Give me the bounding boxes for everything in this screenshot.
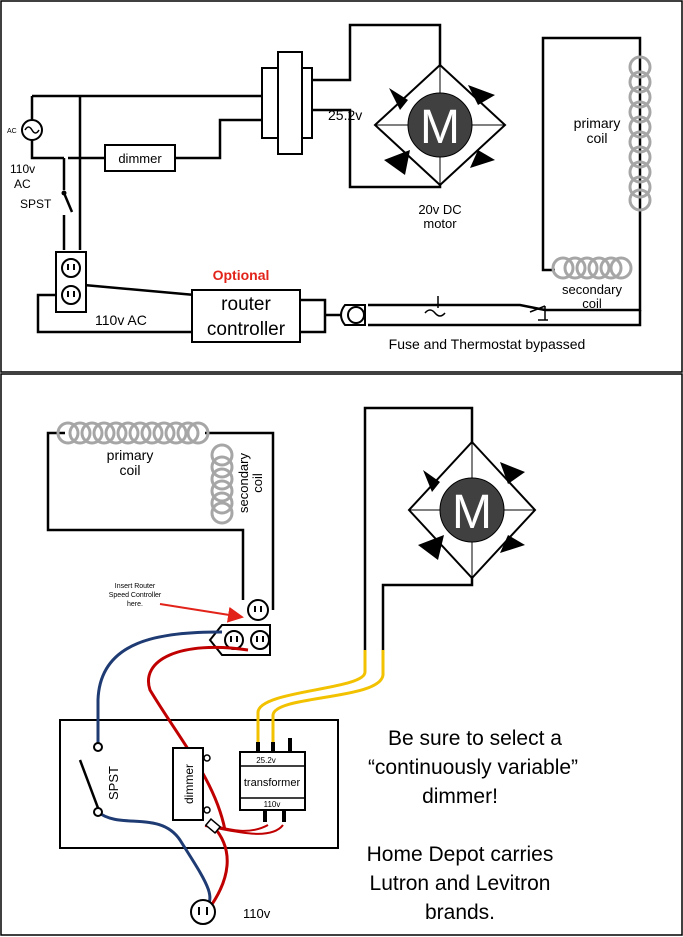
top-panel-frame — [0, 0, 683, 373]
router-label: router — [221, 294, 271, 315]
transformer-box — [239, 751, 306, 811]
insert-arrow — [159, 603, 244, 623]
ac-wire-label: 110v AC — [95, 312, 147, 328]
transformer-input-label: 110v — [264, 800, 281, 809]
switch-terminal — [93, 742, 103, 752]
secondary-coil-label: secondary — [562, 282, 622, 297]
top-panel — [30, 23, 642, 334]
wire-blue-top — [96, 630, 223, 745]
wire-yellow-1 — [256, 650, 367, 745]
motor-bottom: M — [363, 406, 537, 650]
note-line6: brands. — [425, 901, 495, 924]
switch-lever-icon — [78, 759, 100, 809]
primary-coil-top — [628, 55, 652, 212]
fuse-icon — [424, 309, 446, 317]
output-voltage-label: 25.2v — [328, 107, 362, 123]
secondary-coil-label-bottom-2: coil — [250, 473, 265, 493]
transformer-plate — [301, 67, 313, 139]
spst-label: SPST — [20, 197, 52, 211]
dimmer-box — [104, 144, 176, 172]
secondary-coil-label-bottom: secondary — [236, 453, 251, 513]
thermostat-icon — [529, 305, 548, 321]
router-controller-box — [191, 289, 301, 343]
outlet-socket-icon — [250, 630, 270, 650]
motor-letter: M — [420, 101, 460, 154]
note-line1: Be sure to select a — [388, 727, 562, 750]
outlet-socket-icon — [61, 258, 81, 278]
dimmer-label: dimmer — [118, 151, 162, 166]
motor-letter-bottom: M — [452, 486, 492, 539]
wire-red-top — [147, 645, 249, 831]
transformer-core — [277, 51, 303, 155]
note-line2: “continuously variable” — [368, 756, 578, 779]
source-type-label: AC — [14, 177, 31, 191]
primary-coil-label-bottom: primary — [107, 447, 154, 463]
primary-coil-label-2: coil — [586, 130, 607, 146]
transformer-label: transformer — [244, 777, 301, 789]
controller-label: controller — [207, 319, 286, 340]
bottom-coil-frame — [46, 431, 275, 610]
motor-top: M — [373, 63, 507, 187]
primary-coil-bottom — [56, 421, 210, 445]
switch-lever-icon — [62, 192, 74, 213]
outlet-socket-icon — [247, 599, 269, 621]
bottom-panel-frame — [0, 373, 683, 936]
secondary-coil-label-2: coil — [582, 296, 602, 311]
wire-yellow-2 — [271, 650, 385, 745]
note-line4: Home Depot carries — [367, 843, 554, 866]
transformer-body — [261, 67, 279, 139]
wire-blue-bottom — [97, 810, 212, 912]
sine-wave-icon — [24, 126, 40, 134]
wire-nut — [204, 818, 222, 834]
wire-red-bottom — [206, 824, 229, 911]
note-line5: Lutron and Levitron — [370, 872, 551, 895]
source-voltage-label: 110v — [10, 162, 35, 176]
secondary-coil-bottom — [210, 443, 234, 525]
outlet-socket-icon — [61, 285, 81, 305]
transformer-output-label: 25.2v — [256, 756, 276, 765]
motor-spec-label: 20v DC — [418, 202, 461, 217]
optional-label: Optional — [213, 267, 270, 283]
outlet-socket-icon — [347, 306, 365, 324]
primary-coil-label-bottom-2: coil — [119, 462, 140, 478]
secondary-coil-top — [551, 256, 633, 280]
motor-label: motor — [423, 216, 457, 231]
outlet-110v-label: 110v — [243, 906, 271, 921]
bypass-label: Fuse and Thermostat bypassed — [389, 336, 586, 352]
dimmer-label-bottom: dimmer — [182, 764, 196, 804]
ac-symbol-label: AC — [7, 128, 17, 135]
switch-terminal — [93, 807, 103, 817]
outlet-110v-icon — [190, 899, 216, 925]
insert-note-line2: Speed Controller — [109, 592, 162, 599]
primary-coil-label: primary — [574, 115, 621, 131]
spst-label-bottom: SPST — [106, 766, 121, 800]
insert-note-line3: here. — [127, 601, 143, 608]
insert-note-line1: Insert Router — [115, 583, 156, 590]
dimmer-box-bottom — [172, 747, 204, 821]
note-line3: dimmer! — [422, 785, 498, 808]
